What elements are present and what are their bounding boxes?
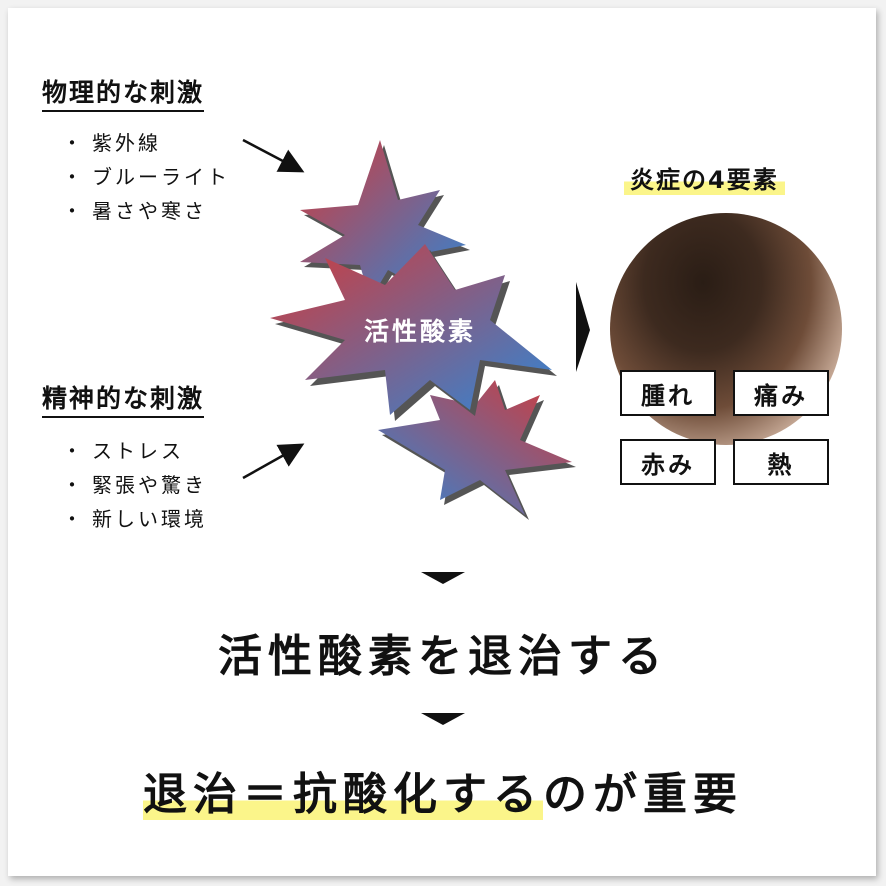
mental-stimulus-heading: 精神的な刺激 [42, 384, 205, 418]
reactive-oxygen-label: 活性酸素 [363, 317, 476, 346]
element-box-redness: 赤み [620, 439, 716, 485]
inflammation-title: 炎症の4要素 [624, 160, 785, 195]
element-box-pain: 痛み [733, 370, 829, 416]
mental-stimulus-list: ストレス 緊張や驚き 新しい環境 [62, 434, 207, 536]
step2-rest: のが重要 [543, 769, 743, 820]
step1-text: 活性酸素を退治する [218, 631, 668, 682]
highlighted-text: 退治＝抗酸化する [143, 769, 543, 820]
down-triangle-icon [421, 572, 465, 584]
element-box-swelling: 腫れ [620, 370, 716, 416]
element-box-heat: 熱 [733, 439, 829, 485]
list-item: 紫外線 [62, 126, 230, 160]
step2-text: 退治＝抗酸化するのが重要 [0, 758, 886, 822]
down-triangle-icon [421, 713, 465, 725]
physical-stimulus-heading: 物理的な刺激 [42, 78, 205, 112]
list-item: 暑さや寒さ [62, 194, 230, 228]
list-item: 緊張や驚き [62, 468, 207, 502]
physical-stimulus-list: 紫外線 ブルーライト 暑さや寒さ [62, 126, 230, 228]
list-item: ブルーライト [62, 160, 230, 194]
right-chevron-icon [576, 282, 590, 372]
arrow-icon [242, 138, 305, 480]
list-item: ストレス [62, 434, 207, 468]
list-item: 新しい環境 [62, 502, 207, 536]
